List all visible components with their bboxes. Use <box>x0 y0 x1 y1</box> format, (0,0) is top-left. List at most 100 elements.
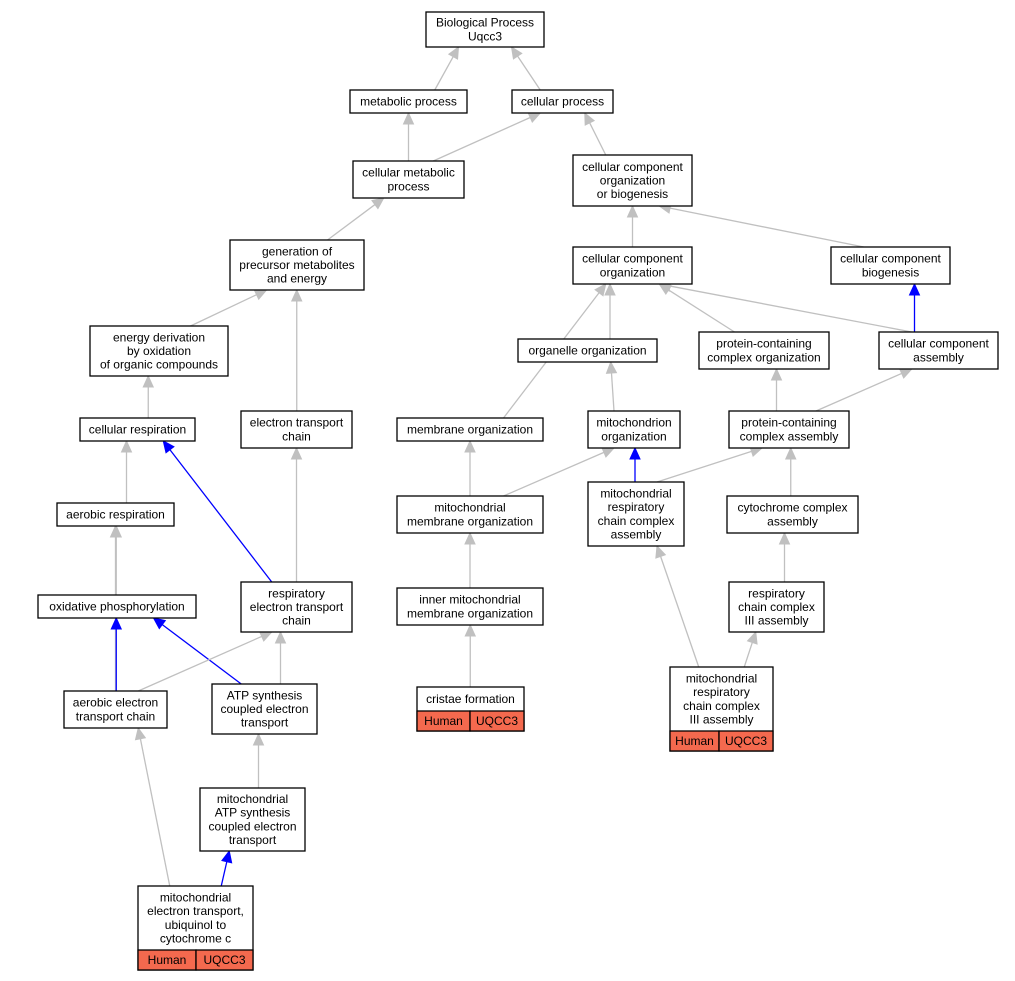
edge-arrowhead <box>252 732 265 746</box>
node-box <box>511 89 614 114</box>
edge-arrowhead <box>655 544 667 559</box>
edge-cca-to-cco <box>658 280 912 333</box>
edge-arrowhead <box>274 630 287 644</box>
node-box <box>572 154 693 207</box>
node-label-line: respiratory <box>693 685 750 699</box>
edge-atpsyn-to-retc <box>274 630 287 684</box>
edge-line <box>220 861 228 887</box>
node-box <box>240 581 353 633</box>
go-term-node-cellproc[interactable]: cellular process <box>511 89 614 114</box>
node-box <box>349 89 468 114</box>
edge-line <box>139 738 171 887</box>
node-box <box>89 325 229 377</box>
edge-line <box>432 116 531 162</box>
node-label-line: cytochrome c <box>160 931 231 945</box>
node-label-line: chain complex <box>738 600 815 614</box>
node-label-line: chain <box>282 429 311 443</box>
edge-genprec-to-cellmet <box>327 197 385 241</box>
go-term-node-membrane[interactable]: membrane organization <box>396 417 544 442</box>
node-label-line: biogenesis <box>862 265 919 279</box>
go-term-node-cellresp[interactable]: cellular respiration <box>79 417 196 442</box>
edge-mitomem-to-membrane <box>464 439 476 496</box>
edge-arrowhead <box>402 111 415 125</box>
edge-arrowhead <box>142 374 155 388</box>
node-box <box>728 410 850 449</box>
edge-arrowhead <box>510 45 523 60</box>
edge-line <box>743 642 753 668</box>
node-label-line: transport <box>229 833 277 847</box>
edge-innermito-to-mitomem <box>464 531 476 588</box>
gene-cell <box>718 730 774 752</box>
edge-line <box>669 207 864 248</box>
go-term-node-aerobic[interactable]: aerobic respiration <box>56 502 175 527</box>
edge-arrowhead <box>371 197 385 210</box>
node-label-line: ATP synthesis <box>215 806 291 820</box>
node-box <box>425 11 545 48</box>
edge-metabolic-to-bp <box>434 45 460 91</box>
node-label-line: mitochondrial <box>600 487 671 501</box>
node-label-line: III assembly <box>689 712 753 726</box>
gene-cell <box>469 710 525 732</box>
node-box <box>698 331 830 370</box>
node-label-line: transport <box>241 716 289 730</box>
node-box <box>229 239 365 291</box>
node-label-line: ubiquinol to <box>165 918 227 932</box>
go-term-node-oxphos[interactable]: oxidative phosphorylation <box>37 594 197 619</box>
node-label-line: complex assembly <box>740 429 839 443</box>
edge-arrowhead <box>120 439 133 453</box>
edge-arrowhead <box>594 283 607 297</box>
edge-line <box>503 451 605 497</box>
node-label-line: aerobic electron <box>73 696 158 710</box>
node-label-line: electron transport, <box>147 904 244 918</box>
edge-mrcc3-to-mrcca <box>655 544 700 668</box>
edge-ccob-to-cellproc <box>584 111 607 156</box>
node-label-line: organization <box>600 174 665 188</box>
node-label-line: electron transport <box>250 416 344 430</box>
edge-arrowhead <box>258 631 273 642</box>
node-label-line: process <box>387 179 429 193</box>
edge-line <box>668 289 735 333</box>
go-term-node-metabolic[interactable]: metabolic process <box>349 89 468 114</box>
edge-line <box>517 55 541 91</box>
node-label-line: transport chain <box>76 709 155 723</box>
node-label-line: mitochondrial <box>686 672 757 686</box>
species-label: Human <box>675 734 714 748</box>
node-label-line: aerobic respiration <box>66 508 165 522</box>
node-label-line: complex organization <box>707 350 820 364</box>
node-box <box>211 683 318 735</box>
node-box <box>878 331 999 370</box>
edge-arrowhead <box>447 45 460 60</box>
edge-arrowhead <box>601 447 616 458</box>
edge-mitoorg-to-organelle <box>605 360 618 412</box>
go-term-node-organelle[interactable]: organelle organization <box>517 338 658 363</box>
node-label-line: by oxidation <box>127 344 191 358</box>
node-label-line: or biogenesis <box>597 187 668 201</box>
edge-cca-to-ccb <box>908 282 921 332</box>
edge-line <box>815 372 902 412</box>
